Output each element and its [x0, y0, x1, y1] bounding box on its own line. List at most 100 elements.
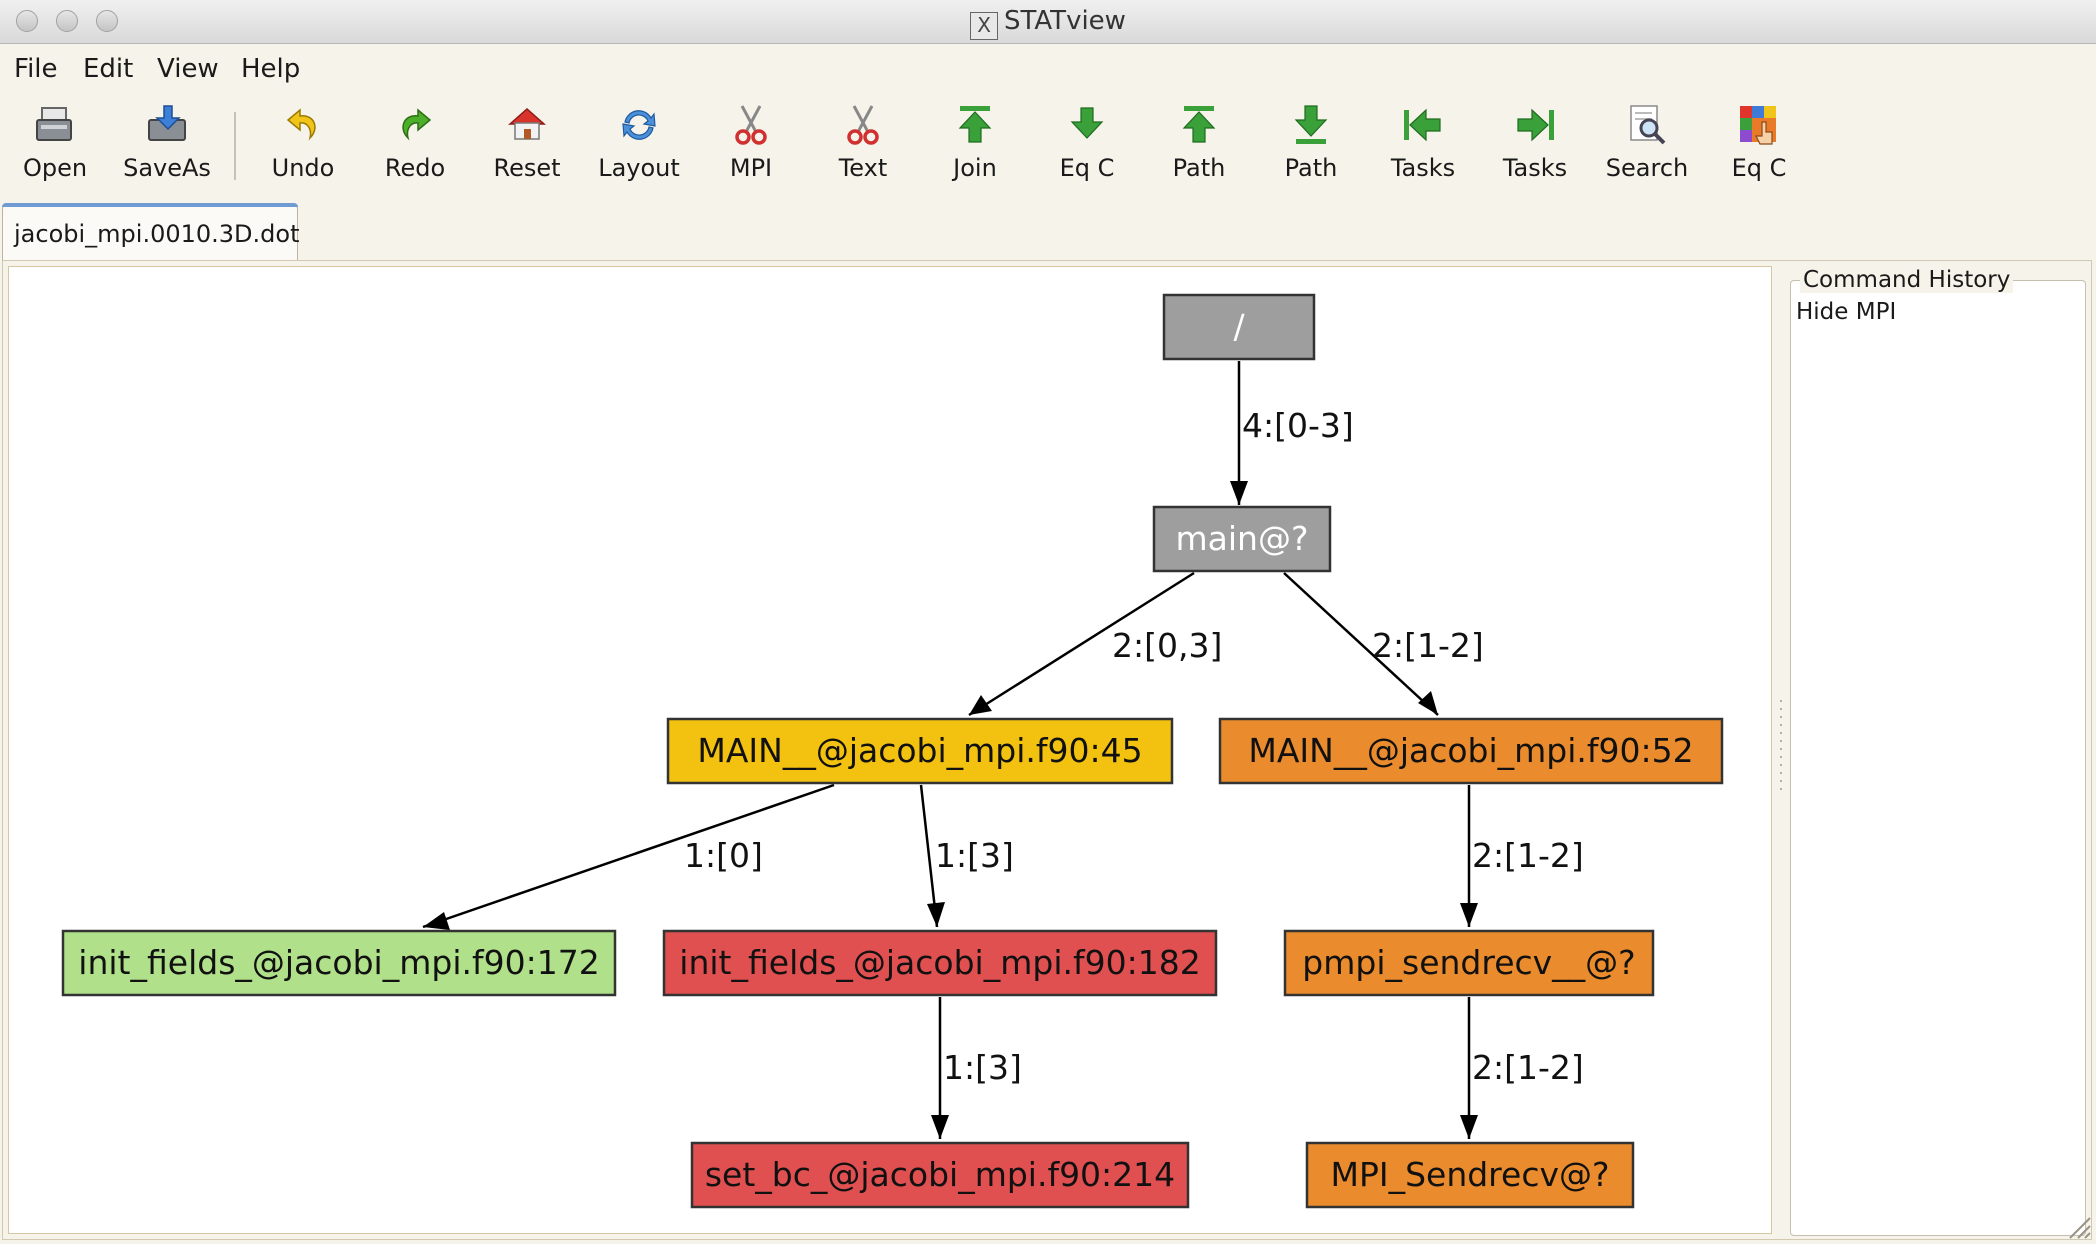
save-as-button[interactable]: SaveAs	[112, 102, 222, 190]
tab-label: jacobi_mpi.0010.3D.dot	[14, 220, 300, 248]
arrowhead-pmpi-mpisend	[1460, 1115, 1478, 1139]
zoom-window-button[interactable]	[96, 10, 118, 32]
redo-icon	[402, 108, 432, 141]
call-graph-canvas[interactable]: 4:[0-3] 2:[0,3] 2:[1-2] 1:[0] 1:[3] 2:[1…	[8, 266, 1772, 1234]
edge-main45-init172[interactable]	[422, 783, 835, 929]
window-title: STATview	[1004, 6, 1126, 36]
node-init182[interactable]: init_fields_@jacobi_mpi.f90:182	[662, 929, 1218, 997]
menu-view[interactable]: View	[157, 54, 219, 84]
scissors-icon	[847, 105, 879, 145]
node-mpisend[interactable]: MPI_Sendrecv@?	[1305, 1141, 1635, 1209]
call-graph-svg: 4:[0-3] 2:[0,3] 2:[1-2] 1:[0] 1:[3] 2:[1…	[61, 293, 1724, 1209]
node-init172-box	[61, 929, 617, 997]
pane-splitter-handle[interactable]	[1776, 700, 1786, 800]
eq-c-select-button[interactable]: Eq C	[1704, 102, 1814, 190]
node-pmpi-box	[1283, 929, 1655, 997]
redo-label: Redo	[384, 154, 446, 182]
search-label: Search	[1605, 154, 1689, 182]
arrowhead-init182-setbc	[931, 1115, 949, 1139]
tasks-right-label: Tasks	[1502, 154, 1568, 182]
node-root[interactable]: /	[1162, 293, 1316, 361]
toolbar-separator	[234, 112, 236, 180]
command-history-panel[interactable]	[1790, 280, 2086, 1236]
toolbar: Open SaveAs Undo Redo Reset Layout	[0, 96, 2096, 196]
node-main45-label: MAIN__@jacobi_mpi.f90:45	[697, 731, 1142, 770]
edge-label-init182-setbc: 1:[3]	[943, 1048, 1022, 1087]
hide-text-button[interactable]: Text	[808, 102, 918, 190]
eq-c-select-label: Eq C	[1731, 154, 1787, 182]
node-setbc-box	[690, 1141, 1190, 1209]
minimize-window-button[interactable]	[56, 10, 78, 32]
layout-button[interactable]: Layout	[584, 102, 694, 190]
node-main[interactable]: main@?	[1152, 505, 1332, 573]
undo-label: Undo	[271, 154, 335, 182]
node-main52-label: MAIN__@jacobi_mpi.f90:52	[1248, 731, 1693, 770]
arrow-down-bar-icon	[1294, 105, 1328, 144]
history-entry[interactable]: Hide MPI	[1796, 299, 1897, 325]
menu-file[interactable]: File	[14, 54, 58, 84]
scissors-icon	[735, 105, 767, 145]
hand-pointer-icon	[1740, 106, 1776, 145]
node-main45[interactable]: MAIN__@jacobi_mpi.f90:45	[666, 717, 1174, 785]
path-down-label: Path	[1284, 154, 1338, 182]
node-mpisend-label: MPI_Sendrecv@?	[1330, 1155, 1609, 1194]
arrow-right-bar-icon	[1517, 108, 1554, 142]
tasks-right-button[interactable]: Tasks	[1480, 102, 1590, 190]
arrow-up-bar-icon	[1182, 106, 1216, 143]
edge-label-main52-pmpi: 2:[1-2]	[1472, 836, 1584, 875]
reset-label: Reset	[493, 154, 561, 182]
join-label: Join	[953, 154, 997, 182]
join-button[interactable]: Join	[920, 102, 1030, 190]
search-button[interactable]: Search	[1592, 102, 1702, 190]
open-button[interactable]: Open	[0, 102, 110, 190]
arrow-down-icon	[1070, 107, 1104, 139]
undo-button[interactable]: Undo	[248, 102, 358, 190]
node-main-box	[1152, 505, 1332, 573]
arrowhead-main45-init172	[423, 912, 450, 930]
node-main52[interactable]: MAIN__@jacobi_mpi.f90:52	[1218, 717, 1724, 785]
node-init182-label: init_fields_@jacobi_mpi.f90:182	[679, 943, 1200, 982]
path-up-button[interactable]: Path	[1144, 102, 1254, 190]
edge-label-main45-init182: 1:[3]	[935, 836, 1014, 875]
tasks-left-label: Tasks	[1390, 154, 1456, 182]
reset-button[interactable]: Reset	[472, 102, 582, 190]
command-history-title: Command History	[1800, 267, 2014, 293]
redo-button[interactable]: Redo	[360, 102, 470, 190]
tasks-left-button[interactable]: Tasks	[1368, 102, 1478, 190]
node-setbc[interactable]: set_bc_@jacobi_mpi.f90:214	[690, 1141, 1190, 1209]
refresh-icon	[622, 110, 656, 140]
node-mpisend-box	[1305, 1141, 1635, 1209]
edge-label-main45-init172: 1:[0]	[684, 836, 763, 875]
x11-logo-icon: X	[970, 12, 999, 40]
edge-main-main45[interactable]	[968, 571, 1195, 717]
node-main-label: main@?	[1176, 519, 1309, 558]
node-root-box	[1162, 293, 1316, 361]
edge-label-root-main: 4:[0-3]	[1242, 406, 1354, 445]
menu-edit[interactable]: Edit	[83, 54, 134, 84]
node-main45-box	[666, 717, 1174, 785]
node-pmpi[interactable]: pmpi_sendrecv__@?	[1283, 929, 1655, 997]
node-setbc-label: set_bc_@jacobi_mpi.f90:214	[705, 1155, 1175, 1194]
edge-label-pmpi-mpisend: 2:[1-2]	[1472, 1048, 1584, 1087]
arrowhead-root-main	[1230, 481, 1248, 505]
edge-label-main-main45: 2:[0,3]	[1112, 626, 1222, 665]
open-label: Open	[22, 154, 88, 182]
eq-c-down-button[interactable]: Eq C	[1032, 102, 1142, 190]
arrowhead-main45-init182	[927, 902, 945, 927]
node-init182-box	[662, 929, 1218, 997]
menu-bar: File Edit View Help	[0, 46, 2096, 90]
node-main52-box	[1218, 717, 1724, 785]
tab-dot-file[interactable]: jacobi_mpi.0010.3D.dot	[2, 203, 300, 261]
path-down-button[interactable]: Path	[1256, 102, 1366, 190]
arrowhead-main52-pmpi	[1460, 903, 1478, 927]
node-init172[interactable]: init_fields_@jacobi_mpi.f90:172	[61, 929, 617, 997]
edge-main-main52[interactable]	[1283, 572, 1439, 716]
hide-mpi-button[interactable]: MPI	[696, 102, 806, 190]
resize-grip-icon[interactable]	[2066, 1214, 2092, 1240]
layout-label: Layout	[598, 154, 680, 182]
arrowhead-main-main45	[969, 695, 992, 715]
close-window-button[interactable]	[16, 10, 38, 32]
menu-help[interactable]: Help	[241, 54, 301, 84]
